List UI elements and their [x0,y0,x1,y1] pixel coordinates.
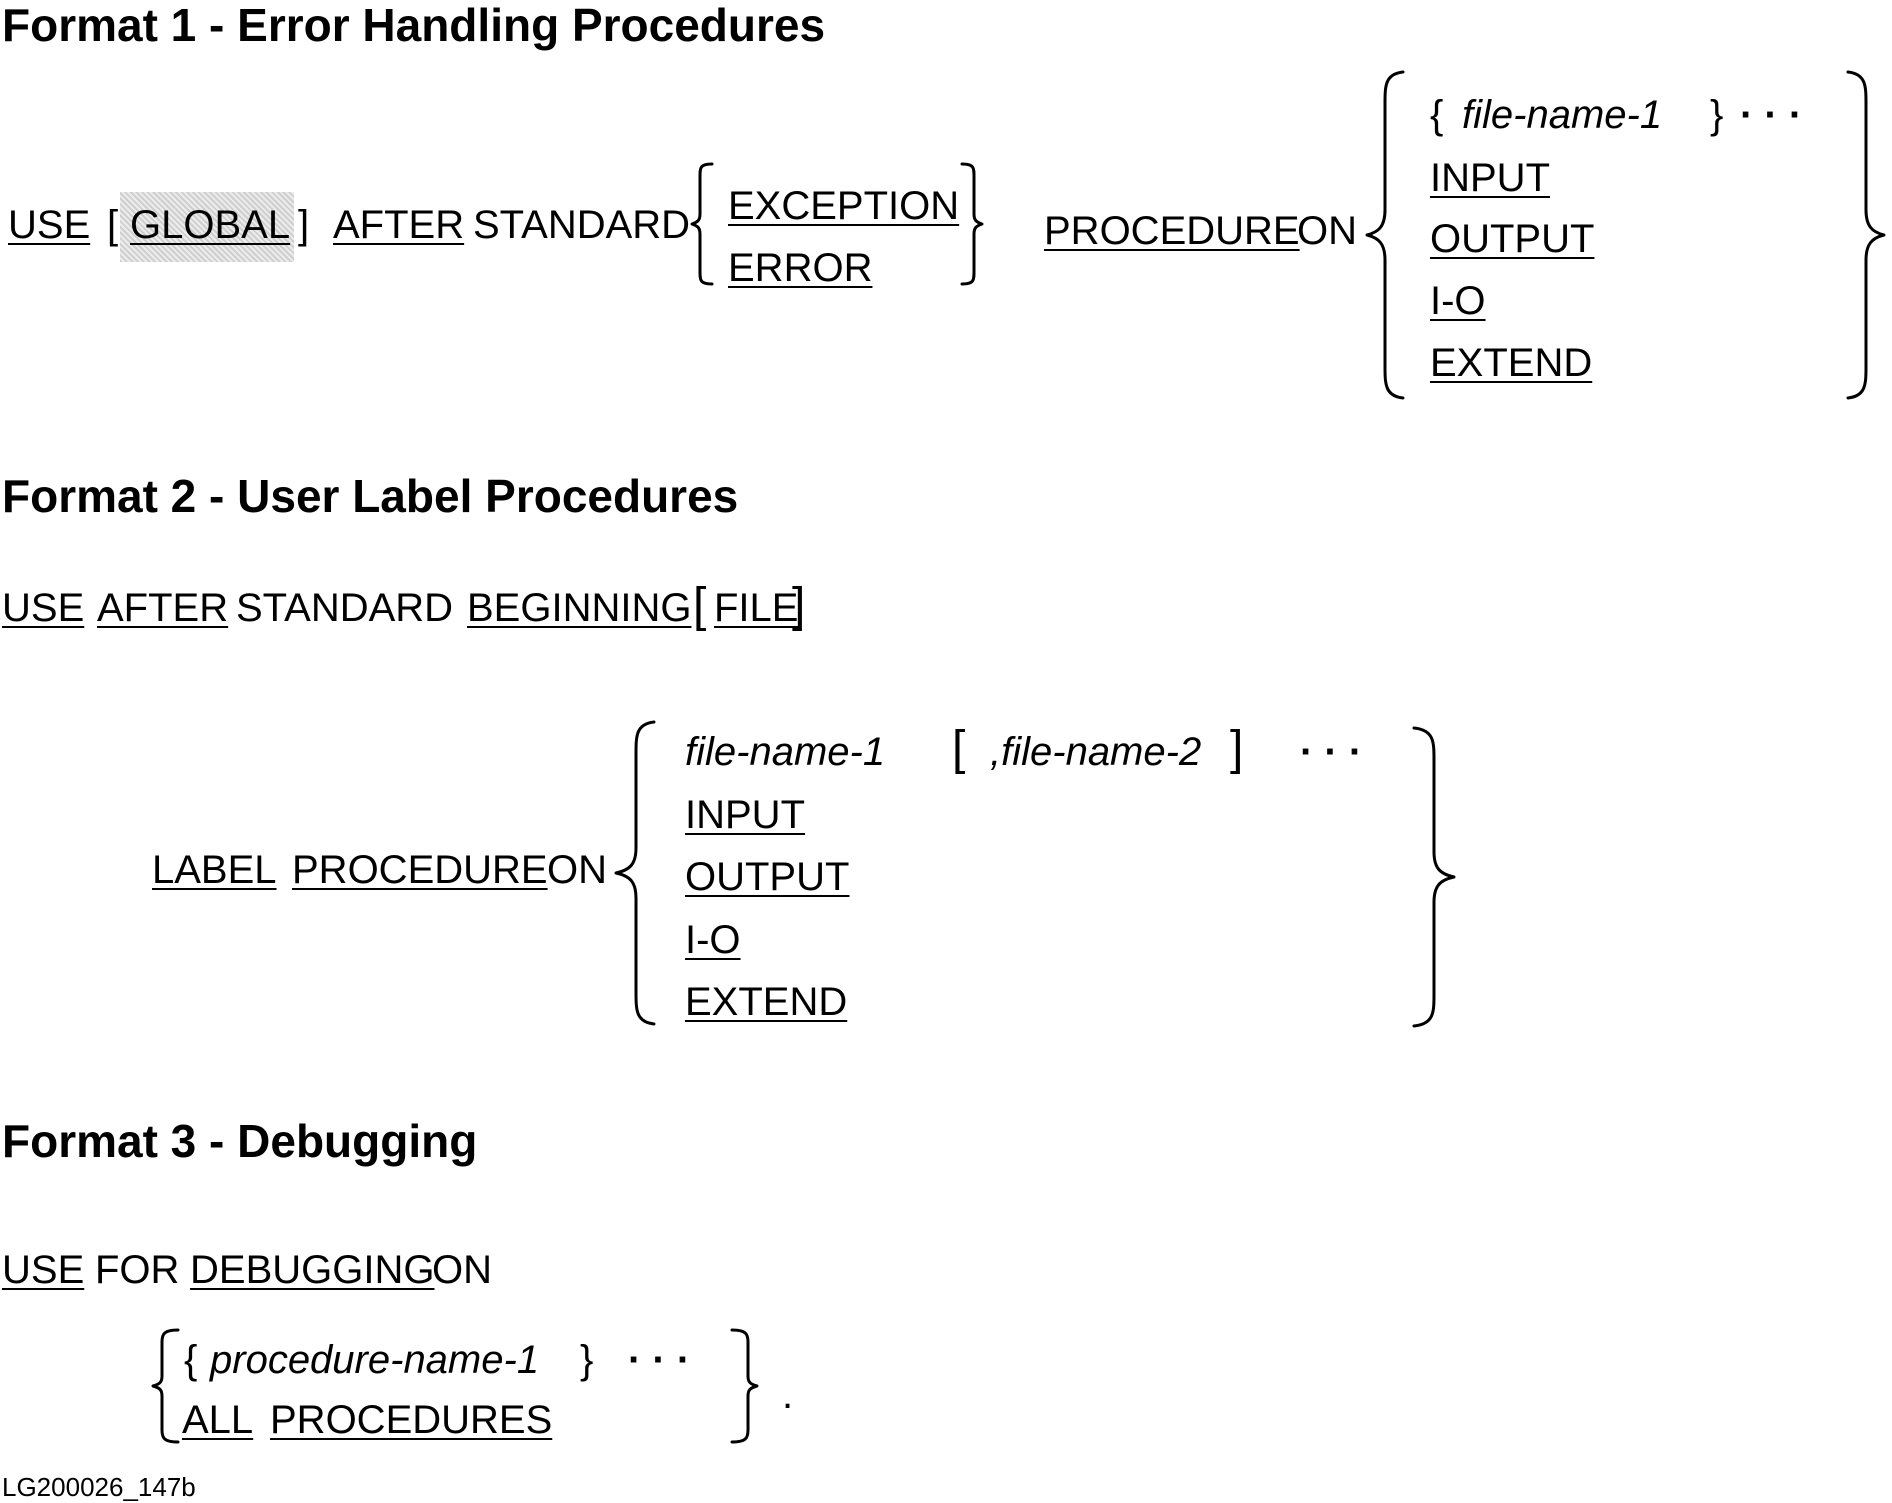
format1-heading: Format 1 - Error Handling Procedures [2,0,826,51]
f1-exception-close-brace [960,162,984,286]
f2-open-brace [614,720,656,1026]
f2-label: LABEL [152,848,277,892]
f2-on: ON [547,848,607,892]
f1-file-close-brace [1846,70,1886,400]
f1-io: I-O [1430,279,1486,323]
f1-exception: EXCEPTION [728,184,960,228]
f2-after: AFTER [97,586,229,630]
f1-error: ERROR [728,246,873,290]
f1-file-name: file-name-1 [1462,93,1663,137]
figure-id: LG200026_147b [2,1472,196,1502]
f2-file-name-2: ,file-name-2 [990,730,1202,774]
f1-file-open: { [1430,93,1444,137]
f1-on: ON [1297,209,1357,253]
f2-opt-close: ] [1230,722,1244,775]
f1-extend: EXTEND [1430,341,1593,385]
f1-ellipsis: · · · [1740,93,1803,137]
f1-standard: STANDARD [473,203,691,247]
f1-procedure: PROCEDURE [1044,209,1300,253]
f2-input: INPUT [685,793,805,837]
f2-open-bracket: [ [693,579,707,632]
f3-open-brace [151,1328,180,1444]
f1-open-bracket: [ [107,203,119,247]
format2-heading: Format 2 - User Label Procedures [2,470,739,522]
f2-use: USE [2,586,85,630]
f3-all: ALL [182,1398,254,1442]
format3-heading: Format 3 - Debugging [2,1115,478,1167]
f2-ellipsis: · · · [1300,730,1363,774]
f3-procedures: PROCEDURES [270,1398,553,1442]
f3-use: USE [2,1248,85,1292]
f3-proc-open: { [184,1338,198,1382]
f1-use: USE [8,203,91,247]
f3-for: FOR [95,1248,180,1292]
f2-file-name-1: file-name-1 [685,730,886,774]
f1-file-close: } [1710,93,1724,137]
f1-global: GLOBAL [130,203,291,247]
f2-close-bracket: ] [792,579,806,632]
f3-on: ON [432,1248,492,1292]
f3-close-brace [730,1328,759,1444]
f3-period: . [782,1373,794,1417]
f2-standard: STANDARD [236,586,454,630]
f3-ellipsis: · · · [628,1338,691,1382]
f1-exception-open-brace [690,162,714,286]
f3-debugging: DEBUGGING [190,1248,435,1292]
f3-procedure-name: procedure-name-1 [210,1338,540,1382]
f1-input: INPUT [1430,156,1550,200]
global-shading [120,192,294,262]
f2-extend: EXTEND [685,980,848,1024]
f2-beginning: BEGINNING [467,586,692,630]
f2-close-brace [1412,726,1456,1028]
f2-file: FILE [714,586,799,630]
f1-output: OUTPUT [1430,217,1595,261]
f2-procedure: PROCEDURE [292,848,548,892]
f2-io: I-O [685,918,741,962]
f2-opt-open: [ [952,722,966,775]
f1-after: AFTER [333,203,465,247]
f2-output: OUTPUT [685,855,850,899]
f3-proc-close: } [580,1338,594,1382]
f1-file-open-brace [1365,70,1405,400]
f1-close-bracket: ] [298,203,310,247]
